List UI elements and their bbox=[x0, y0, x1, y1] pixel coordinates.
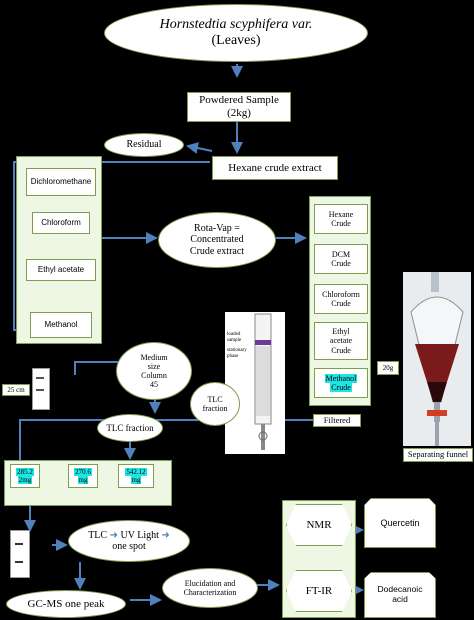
tlc-uv-ellipse: TLC ➜ UV Light ➜ one spot bbox=[68, 520, 190, 562]
crude-label: Hexane bbox=[328, 209, 354, 219]
nmr-hexagon: NMR bbox=[286, 504, 352, 546]
fraction-value: 542.12 bbox=[125, 467, 147, 476]
uv-text: UV Light bbox=[120, 529, 159, 541]
quercetin-box: Quercetin bbox=[364, 498, 436, 548]
hexane-crude-extract-box: Hexane crude extract bbox=[212, 156, 338, 180]
crude-chloroform: Chloroform Crude bbox=[314, 284, 368, 314]
fraction-2: 270.6 mg bbox=[68, 464, 98, 488]
ftir-hexagon: FT-IR bbox=[286, 570, 352, 612]
quercetin-label: Quercetin bbox=[380, 517, 420, 528]
crude-label: acetate bbox=[329, 336, 353, 346]
chromatography-column-image: loaded sample stationary phase bbox=[225, 312, 285, 454]
crude-label: Chloroform bbox=[322, 289, 360, 299]
cm25-label: 25 cm bbox=[2, 384, 30, 396]
powdered-sample-box: Powdered Sample (2kg) bbox=[187, 92, 291, 122]
tlc-line: TLC bbox=[207, 394, 223, 404]
tlc-plate-bottom-image bbox=[10, 530, 30, 578]
one-spot-text: one spot bbox=[112, 541, 146, 552]
dodecanoic-line: Dodecanoic bbox=[377, 584, 423, 595]
crude-label: Crude bbox=[331, 299, 351, 308]
tlc-text: TLC bbox=[88, 529, 108, 541]
column-line: Column bbox=[141, 371, 167, 380]
crude-methanol: Methanol Crude bbox=[314, 368, 368, 398]
solvent-label: Chloroform bbox=[41, 218, 81, 228]
fraction-3: 542.12 mg bbox=[118, 464, 154, 488]
gcms-label: GC-MS one peak bbox=[27, 597, 105, 610]
solvent-label: Ethyl acetate bbox=[37, 265, 85, 275]
separating-funnel-caption: Separating funnel bbox=[403, 448, 473, 462]
mass-20g-label: 20g bbox=[377, 361, 399, 375]
tlc-uv-line: TLC ➜ UV Light ➜ bbox=[88, 530, 170, 542]
caption-label: Separating funnel bbox=[407, 449, 469, 460]
fraction-value: 270.6 bbox=[74, 467, 92, 476]
solvent-chloroform: Chloroform bbox=[32, 212, 90, 234]
solvent-methanol: Methanol bbox=[30, 312, 92, 338]
solvent-ethyl-acetate: Ethyl acetate bbox=[26, 259, 96, 281]
powdered-mass: (2kg) bbox=[227, 107, 251, 119]
fraction-1: 285.2 2mg bbox=[10, 464, 40, 488]
rotavap-line: Concentrated bbox=[190, 234, 244, 246]
solvent-label: Methanol bbox=[44, 320, 78, 330]
residual-ellipse: Residual bbox=[104, 133, 184, 157]
plant-title-ellipse: Hornstedtia scyphifera var. (Leaves) bbox=[104, 4, 368, 62]
crude-label: Crude bbox=[331, 219, 351, 228]
dodecanoic-box: Dodecanoic acid bbox=[364, 572, 436, 618]
solvent-label: Dichloromethane bbox=[30, 177, 92, 187]
stationary-phase-label: stationary phase bbox=[227, 348, 247, 359]
tlc-fraction-ellipse: TLC fraction bbox=[97, 414, 163, 442]
fraction-unit: mg bbox=[130, 476, 142, 485]
fraction-unit: mg bbox=[77, 476, 89, 485]
crude-label: DCM bbox=[331, 249, 351, 259]
elucidation-line: Characterization bbox=[183, 588, 237, 597]
ftir-label: FT-IR bbox=[305, 584, 333, 597]
arrow-right-icon: ➜ bbox=[109, 529, 118, 541]
crude-label: Crude bbox=[330, 383, 352, 393]
crude-label: Crude bbox=[331, 259, 351, 268]
funnel-icon bbox=[410, 272, 464, 446]
solvent-dichloromethane: Dichloromethane bbox=[26, 168, 96, 196]
tlc-fraction-small-ellipse: TLC fraction bbox=[190, 382, 240, 426]
arrow-to-residual bbox=[186, 142, 213, 154]
loaded-sample-label: loaded sample bbox=[227, 332, 242, 343]
elucidation-line: Elucidation and bbox=[184, 578, 236, 588]
separating-funnel-image bbox=[403, 272, 471, 446]
arrow-right-icon: ➜ bbox=[161, 529, 170, 541]
crude-label: Crude bbox=[331, 345, 351, 355]
column-line: 45 bbox=[150, 380, 158, 390]
cm-label: 25 cm bbox=[7, 385, 25, 394]
powdered-label: Powdered Sample bbox=[199, 94, 279, 107]
crude-label: Methanol bbox=[324, 373, 358, 383]
hexane-crude-extract-label: Hexane crude extract bbox=[228, 161, 322, 174]
residual-label: Residual bbox=[126, 139, 162, 151]
dodecanoic-line: acid bbox=[392, 594, 408, 604]
crude-ethyl-acetate: Ethyl acetate Crude bbox=[314, 322, 368, 360]
rotavap-ellipse: Rota-Vap = Concentrated Crude extract bbox=[158, 212, 276, 268]
tlc-line: fraction bbox=[202, 404, 228, 413]
gcms-ellipse: GC-MS one peak bbox=[6, 590, 126, 618]
column-line: size bbox=[147, 361, 161, 371]
crude-hexane: Hexane Crude bbox=[314, 204, 368, 234]
tlc-plate-image bbox=[32, 368, 50, 410]
nmr-label: NMR bbox=[306, 518, 332, 531]
plant-part: (Leaves) bbox=[211, 33, 261, 48]
crude-dcm: DCM Crude bbox=[314, 244, 368, 274]
column-ellipse: Medium size Column 45 bbox=[116, 342, 192, 400]
column-line: Medium bbox=[140, 352, 168, 362]
filtered-label: Filtered bbox=[323, 414, 351, 425]
fraction-unit: 2mg bbox=[17, 476, 33, 485]
filtered-label-box: Filtered bbox=[313, 414, 361, 427]
tlc-fraction-label: TLC fraction bbox=[106, 422, 154, 433]
crude-label: Ethyl bbox=[332, 327, 350, 337]
fraction-value: 285.2 bbox=[16, 467, 34, 476]
column-icon bbox=[254, 313, 272, 450]
mass-label: 20g bbox=[382, 363, 394, 372]
plant-name: Hornstedtia scyphifera var. bbox=[159, 16, 313, 32]
rotavap-line: Rota-Vap = bbox=[194, 222, 240, 234]
elucidation-ellipse: Elucidation and Characterization bbox=[162, 568, 258, 608]
rotavap-line: Crude extract bbox=[189, 245, 245, 257]
